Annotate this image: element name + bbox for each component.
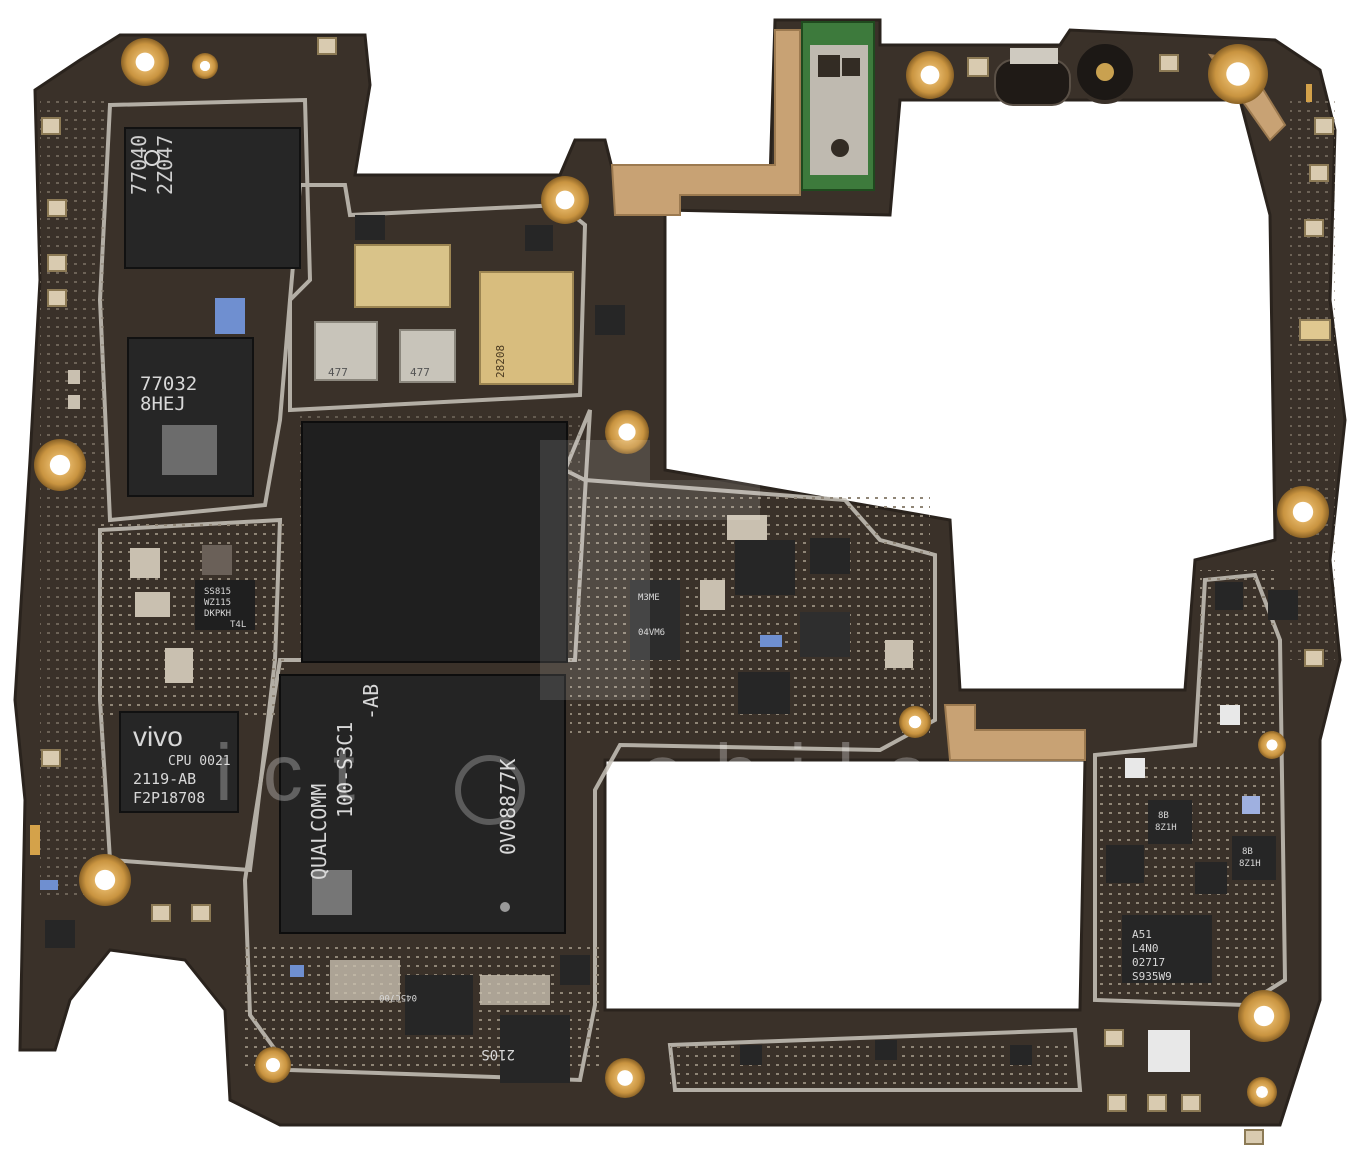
chip-mid-line2: 04VM6 — [638, 628, 665, 638]
mounting-holes — [34, 38, 1329, 1107]
watermark: ict obile — [215, 728, 959, 817]
chip-vivo-logo: vivo — [133, 721, 183, 752]
chip-gold-mark: 28208 — [494, 345, 507, 378]
chip-qualcomm-line2: 100-S3C1 — [333, 722, 357, 818]
chip-qualcomm-line3: -AB — [359, 684, 383, 720]
chip-mid-left-line1: 77032 — [140, 373, 197, 395]
chip-mid — [630, 580, 680, 660]
chip-right-block — [1122, 915, 1212, 983]
chip-qualcomm-soc — [279, 674, 566, 934]
chip-right-line3: 02717 — [1132, 956, 1165, 969]
chip-477b: 477 — [410, 366, 430, 379]
watermark-logo — [540, 440, 760, 700]
watermark-left: ict — [215, 728, 385, 817]
chip-right-small-a-line1: 8B — [1158, 811, 1169, 821]
chip-bottom — [405, 975, 473, 1035]
chip-mid-left-line2: 8HEJ — [140, 393, 186, 415]
chip-tiny-a-line2: WZ115 — [204, 598, 231, 608]
chip-vivo-line3: 2119-AB — [133, 770, 196, 788]
chip-vivo-line4: F2P18708 — [133, 789, 205, 807]
chip-tiny-a-line4: T4L — [230, 620, 246, 630]
chip-memory — [301, 421, 568, 663]
chip-right-small-b — [1232, 836, 1276, 880]
chip-qualcomm-line1: QUALCOMM — [307, 784, 331, 880]
vibration-motor — [994, 48, 1071, 106]
chip-top-left — [124, 127, 301, 269]
chip-right-small-a — [1148, 800, 1192, 844]
chip-qualcomm-line4: 0V08877K — [496, 759, 520, 855]
chip-right-line1: A51 — [1132, 928, 1152, 941]
chip-210s-mark: 210S — [481, 1046, 515, 1062]
chip-right-line4: S935W9 — [1132, 970, 1172, 983]
chip-477a: 477 — [328, 366, 348, 379]
watermark-right: obile — [640, 728, 959, 817]
gold-pads — [41, 37, 1334, 1145]
chip-mid-line1: M3ME — [638, 593, 660, 603]
chip-top-left-line2: 2Z047 — [153, 135, 177, 195]
watermark-ring — [455, 755, 525, 825]
chip-top-left-line1: 77040 — [127, 135, 151, 195]
chip-tiny-a-line1: SS815 — [204, 587, 231, 597]
chip-vivo-line2: CPU 0021 — [168, 754, 231, 769]
chip-bottom-mark: 045C700 — [379, 992, 417, 1002]
chip-210s — [500, 1015, 570, 1083]
chip-right-small-b-line2: 8Z1H — [1239, 859, 1261, 869]
chip-right-line2: L4N0 — [1132, 942, 1159, 955]
chip-mid-left — [127, 337, 254, 497]
rf-modules — [314, 215, 625, 385]
chip-tiny-a — [195, 580, 255, 630]
chip-tiny-a-line3: DKPKH — [204, 609, 231, 619]
chip-vivo-cpu — [119, 711, 239, 813]
chip-right-small-a-line2: 8Z1H — [1155, 823, 1177, 833]
passive-components — [30, 84, 1312, 1072]
sensor-module — [801, 21, 875, 191]
chip-right-small-b-line1: 8B — [1242, 847, 1253, 857]
